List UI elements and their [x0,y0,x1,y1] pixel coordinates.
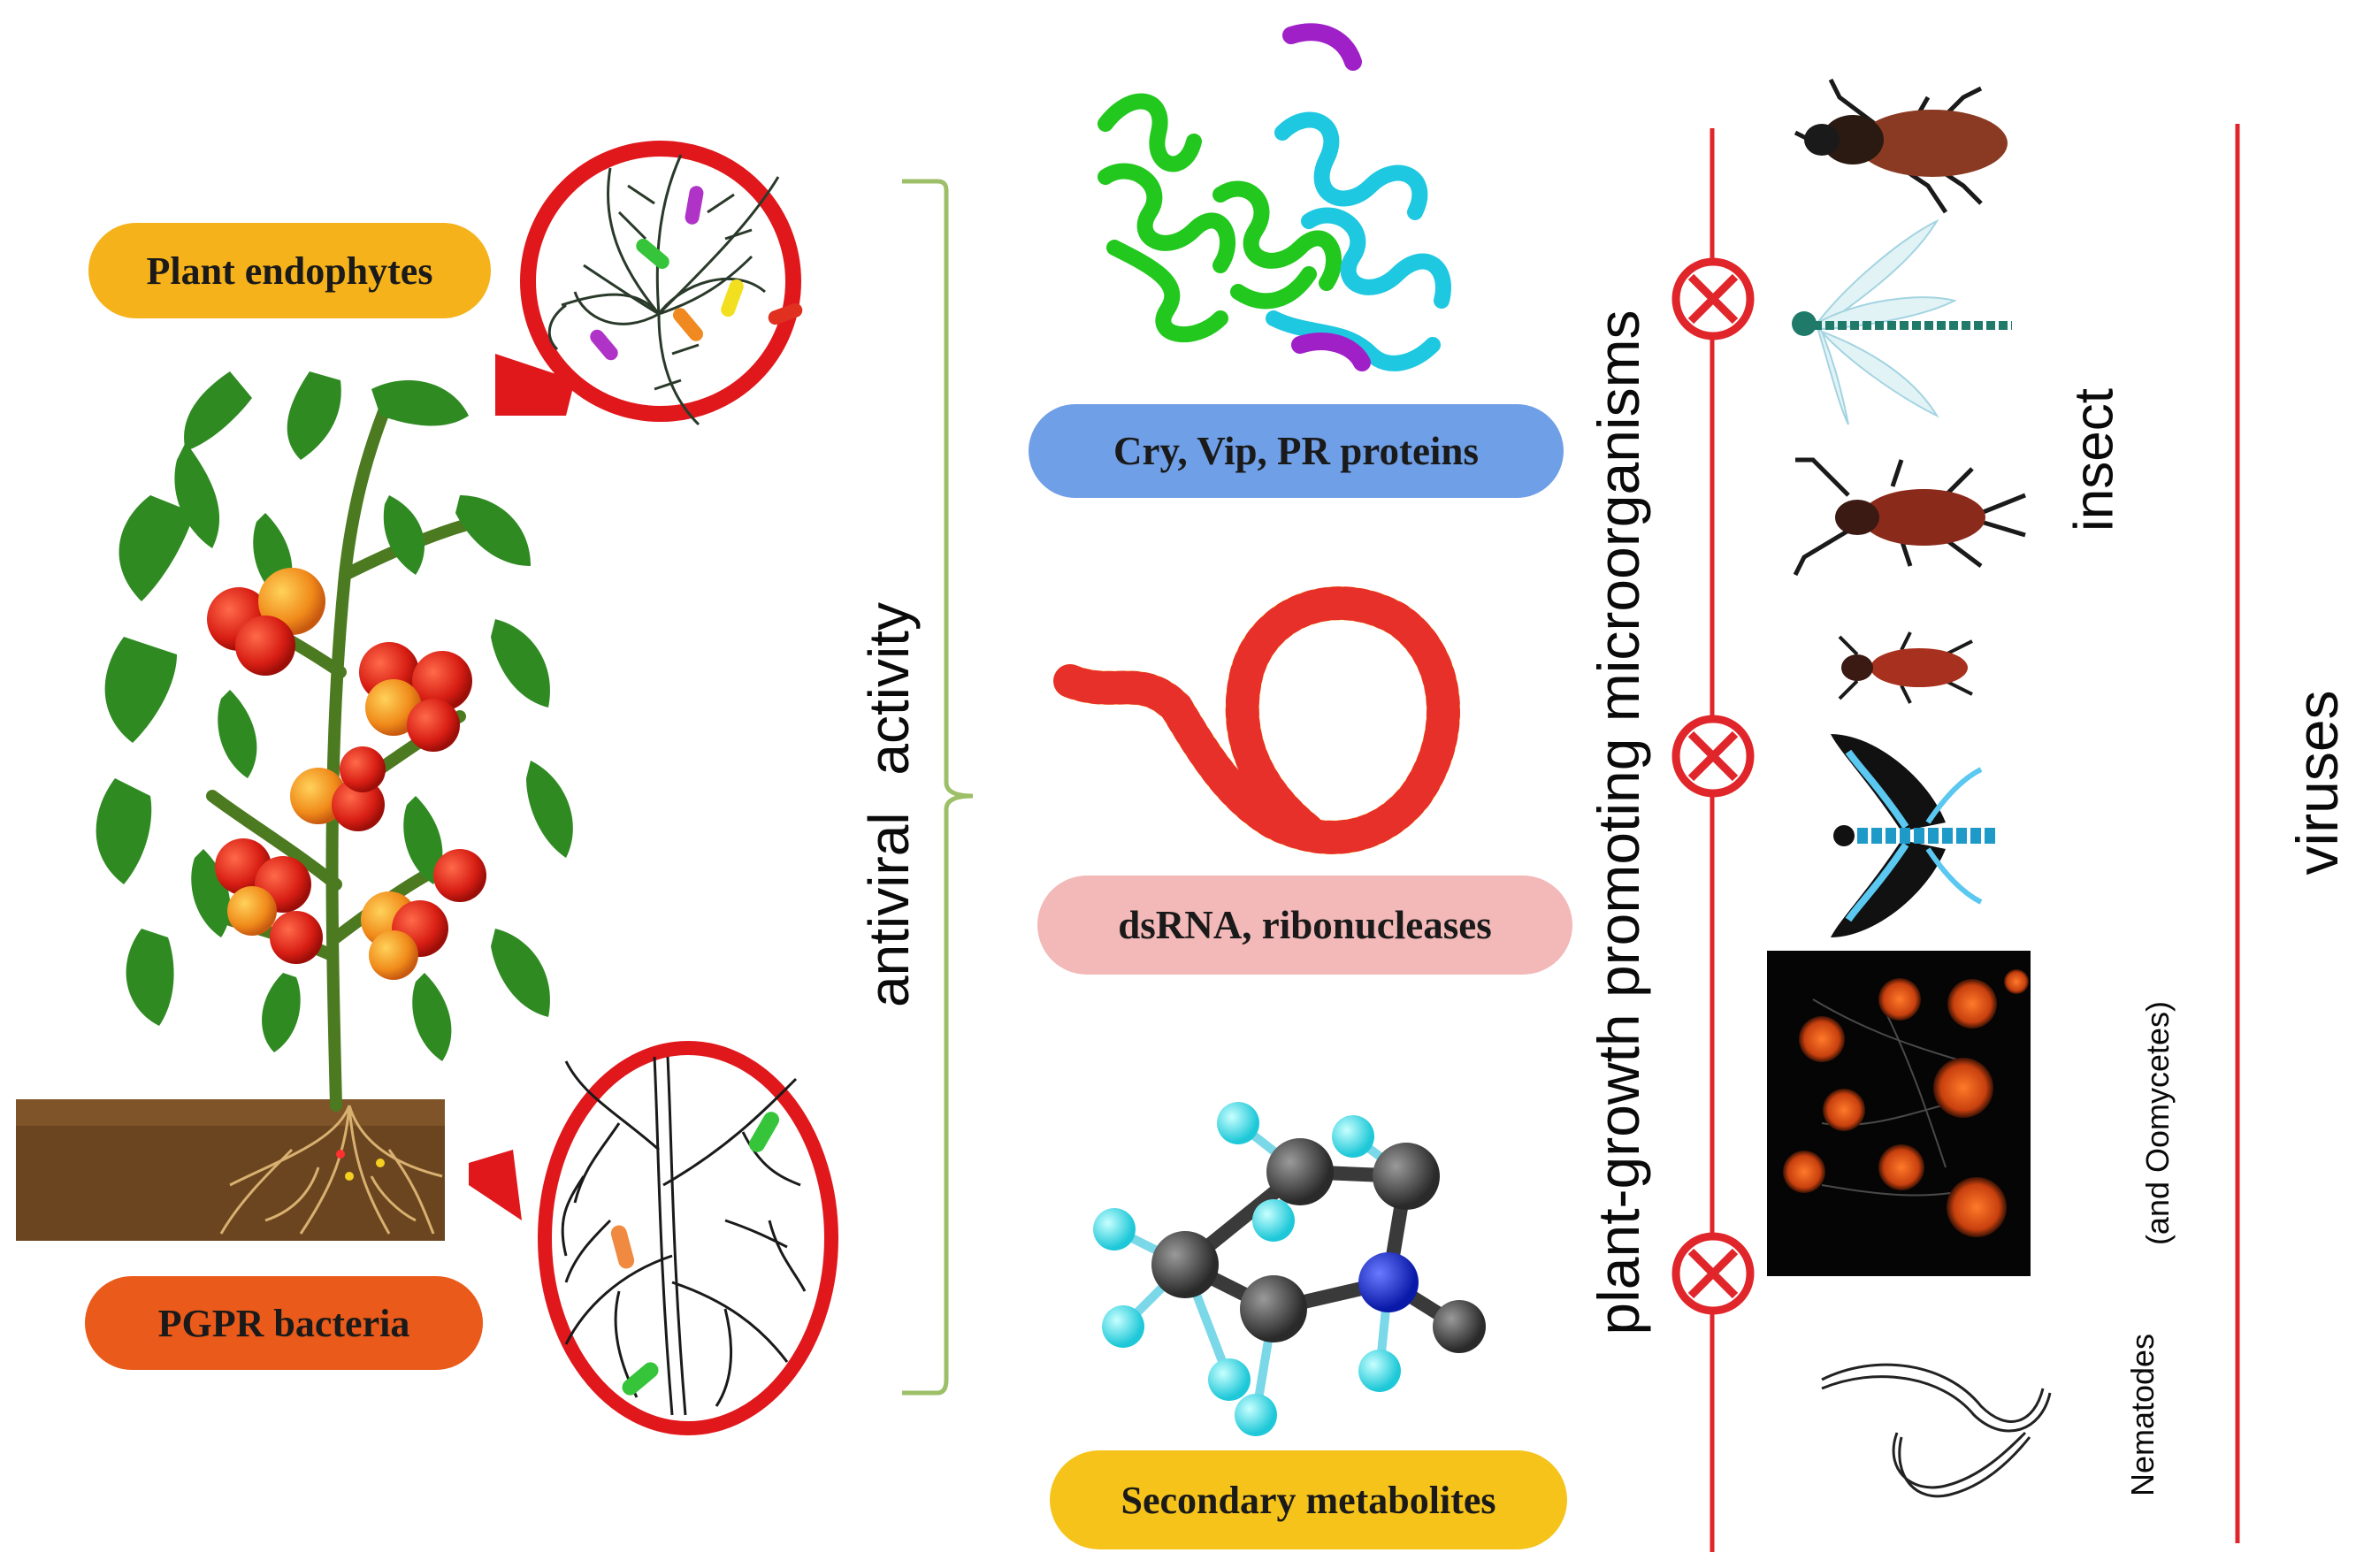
antiviral-activity-label: antiviral activity [857,602,921,1007]
viruses-label: viruses [2284,690,2350,876]
cry-vip-pr-proteins-label: Cry, Vip, PR proteins [1029,404,1564,498]
moth-icon [1831,734,1999,937]
root-zoom-icon [469,1041,838,1435]
tomato-plant-illustration [16,371,573,1241]
dsrna-ribonucleases-label: dsRNA, ribonucleases [1037,876,1572,975]
molecule-icon [1093,1102,1486,1436]
insect-label: insect [2063,388,2125,532]
pgpm-label: plant-growth promoting microorganisms [1586,310,1651,1335]
secondary-metabolites-label: Secondary metabolites [1050,1450,1567,1549]
fungi-micrograph [1767,951,2031,1276]
inhibit-icon [1671,257,1755,1315]
bracket [902,179,974,1396]
plant-endophytes-label: Plant endophytes [88,223,491,318]
beetle-icon [1793,457,2026,577]
nematode-icon [1821,1363,2052,1498]
separator-lines [1710,124,2240,1552]
fungi-label: Fungi [2039,1028,2105,1174]
beetle-icon [1794,78,2008,214]
pgpr-bacteria-label: PGPR bacteria [85,1276,483,1370]
dragonfly-icon [1792,218,2012,425]
dsrna-strand-icon [1053,586,1460,854]
nematodes-label: Nematodes [2124,1333,2161,1497]
beetle-icon [1838,631,1973,704]
leaf-zoom-icon [495,141,803,426]
protein-structure-icon [1098,23,1451,371]
oomycetes-label: (and Oomycetes) [2139,1000,2176,1246]
